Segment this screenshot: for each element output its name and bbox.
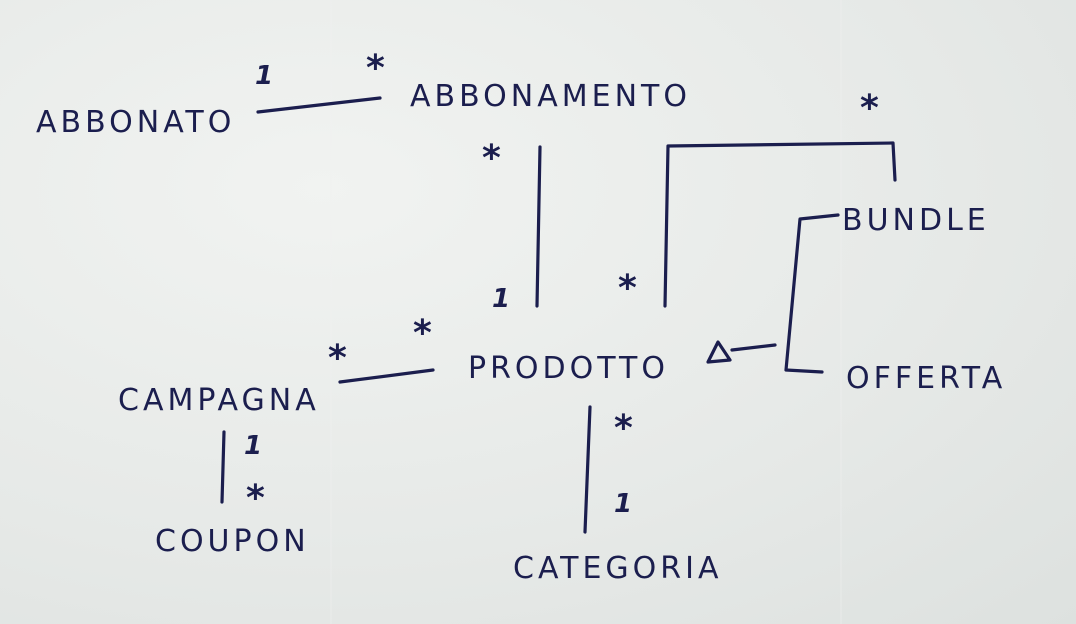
entity-abbonato: ABBONATO — [36, 105, 235, 140]
multiplicity-label: * — [366, 48, 385, 89]
prodotto-categoria-edge — [583, 405, 592, 534]
multiplicity-label: 1 — [492, 284, 510, 314]
bundle-offerta-bracket — [784, 213, 840, 374]
entity-offerta: OFFERTA — [846, 361, 1006, 396]
abbonamento-prodotto-edge — [535, 145, 542, 308]
multiplicity-label: * — [618, 268, 637, 309]
entity-bundle: BUNDLE — [842, 203, 990, 238]
entity-campagna: CAMPAGNA — [118, 383, 320, 418]
bundle-prodotto-edge — [663, 141, 897, 308]
entity-abbonamento: ABBONAMENTO — [410, 79, 691, 114]
multiplicity-label: * — [482, 138, 501, 179]
multiplicity-label: * — [614, 408, 633, 449]
multiplicity-label: * — [246, 478, 265, 519]
multiplicity-label: * — [328, 338, 347, 379]
entity-prodotto: PRODOTTO — [468, 351, 669, 386]
entity-coupon: COUPON — [155, 524, 310, 559]
multiplicity-label: 1 — [614, 489, 632, 519]
campagna-coupon-edge — [220, 430, 226, 504]
generalization-edge — [730, 343, 777, 352]
multiplicity-label: * — [413, 313, 432, 354]
entity-categoria: CATEGORIA — [513, 551, 723, 586]
paper-crease — [840, 0, 842, 624]
abbonato-abbonamento-edge — [256, 96, 382, 114]
generalization-triangle-icon — [706, 340, 732, 364]
campagna-prodotto-edge — [338, 368, 435, 384]
multiplicity-label: 1 — [244, 431, 262, 461]
paper-crease — [330, 0, 332, 624]
multiplicity-label: 1 — [255, 61, 273, 91]
multiplicity-label: * — [860, 88, 879, 129]
